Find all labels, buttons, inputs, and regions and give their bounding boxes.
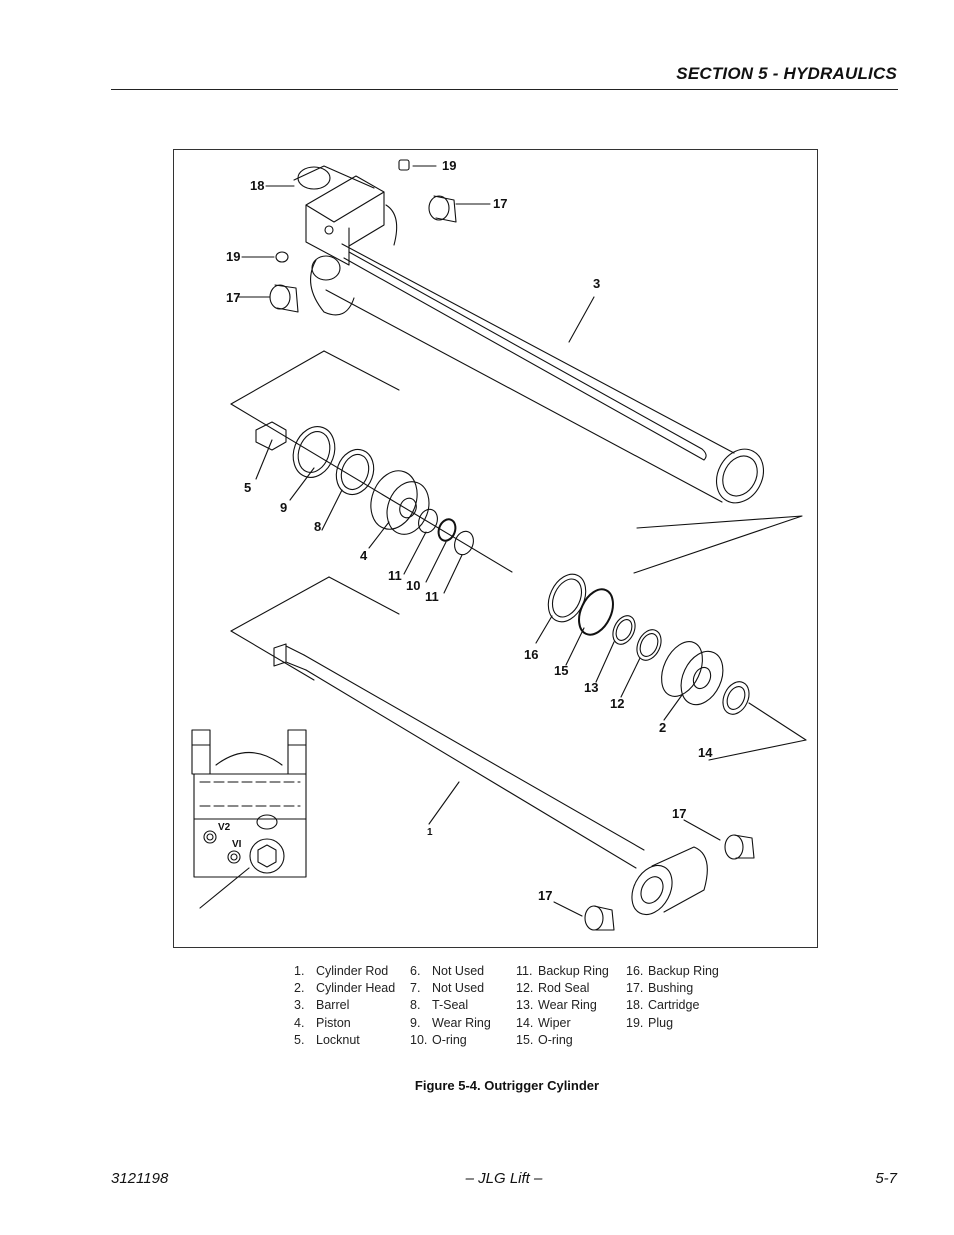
legend-item: 19.Plug	[626, 1015, 674, 1030]
legend-item: 9.Wear Ring	[410, 1015, 491, 1030]
callout-4: 4	[360, 548, 368, 563]
rod-drawing	[273, 643, 755, 931]
callout-3: 3	[593, 276, 600, 291]
legend-item: 8.T-Seal	[410, 998, 469, 1013]
valve-label-v1: VI	[232, 839, 242, 850]
legend-item: 5.Locknut	[294, 1032, 360, 1047]
callout-13: 13	[584, 680, 598, 695]
legend-item: 1.Cylinder Rod	[294, 964, 389, 978]
callout-14: 14	[698, 745, 713, 760]
valve-label-v2: V2	[218, 822, 231, 833]
footer-doc-number: 3121198	[111, 1170, 169, 1187]
section-title: SECTION 5 - HYDRAULICS	[676, 64, 897, 83]
callout-19-left: 19	[226, 249, 240, 264]
callout-1: 1	[427, 827, 433, 838]
exploded-view-drawing: V2 VI 19 18 17 19 17 3 5 9 8 4 11 10 11 …	[191, 158, 807, 931]
legend-item: 3.Barrel	[294, 998, 350, 1013]
callout-10: 10	[406, 578, 420, 593]
callout-16: 16	[524, 647, 538, 662]
piston-drawing	[255, 421, 474, 594]
legend-column-2: 6.Not Used 7.Not Used 8.T-Seal 9.Wear Ri…	[410, 963, 491, 1049]
head-drawing	[230, 573, 807, 761]
legend-item: 11.Backup Ring	[516, 964, 609, 978]
callout-17-right: 17	[672, 806, 686, 821]
callout-8: 8	[314, 519, 321, 534]
legend-item: 14.Wiper	[516, 1015, 571, 1030]
legend-column-1: 1.Cylinder Rod 2.Cylinder Head 3.Barrel …	[294, 963, 395, 1049]
callout-12: 12	[610, 696, 624, 711]
legend-column-4: 16.Backup Ring 17.Bushing 18.Cartridge 1…	[626, 963, 719, 1032]
legend-item: 13.Wear Ring	[516, 998, 597, 1013]
callout-9: 9	[280, 500, 287, 515]
legend-item: 16.Backup Ring	[626, 964, 719, 978]
callout-17-bottom: 17	[538, 888, 552, 903]
figure-caption: Figure 5-4. Outrigger Cylinder	[414, 1078, 600, 1093]
legend-item: 15.O-ring	[516, 1032, 573, 1047]
callout-18: 18	[250, 178, 264, 193]
legend-item: 12.Rod Seal	[516, 981, 590, 996]
footer-page-number: 5-7	[875, 1170, 897, 1187]
callout-17-left: 17	[226, 290, 240, 305]
legend-item: 10.O-ring	[410, 1032, 467, 1047]
callout-15: 15	[554, 663, 568, 678]
callout-11-b: 11	[425, 589, 439, 604]
footer-center: – JLG Lift –	[465, 1170, 543, 1187]
callout-19-top: 19	[442, 158, 456, 173]
callout-5: 5	[244, 480, 251, 495]
barrel-drawing	[230, 159, 803, 574]
callout-17-top: 17	[493, 196, 507, 211]
legend-column-3: 11.Backup Ring 12.Rod Seal 13.Wear Ring …	[516, 963, 609, 1049]
legend-item: 2.Cylinder Head	[294, 981, 396, 996]
legend-item: 18.Cartridge	[626, 998, 700, 1013]
legend-item: 7.Not Used	[410, 981, 485, 996]
legend-item: 4.Piston	[294, 1015, 351, 1030]
callout-2: 2	[659, 720, 666, 735]
header-rule	[111, 89, 898, 90]
legend-item: 6.Not Used	[410, 964, 485, 978]
legend-item: 17.Bushing	[626, 981, 694, 996]
callout-11-a: 11	[388, 568, 402, 583]
exploded-view-figure: V2 VI 19 18 17 19 17 3 5 9 8 4 11 10 11 …	[173, 149, 818, 948]
valve-inset-drawing	[191, 729, 307, 909]
